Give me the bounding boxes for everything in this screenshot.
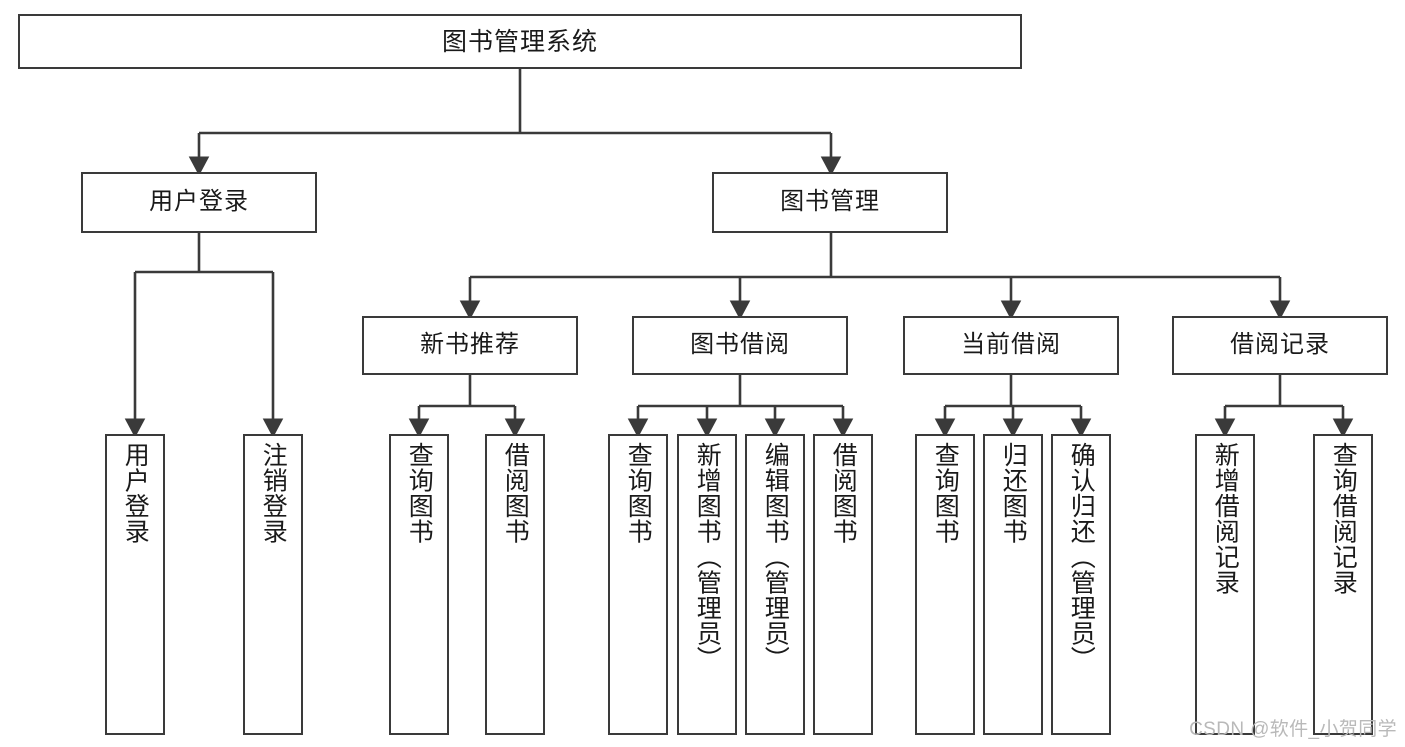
node-leaf-query-record-label: 查询借阅记录 xyxy=(1329,442,1358,595)
node-leaf-user-login[interactable]: 用户登录 xyxy=(105,434,165,735)
node-new-book-recommend[interactable]: 新书推荐 xyxy=(362,316,578,375)
node-leaf-confirm-return[interactable]: 确认归还（管理员） xyxy=(1051,434,1111,735)
node-user-login[interactable]: 用户登录 xyxy=(81,172,317,233)
node-leaf-query-record[interactable]: 查询借阅记录 xyxy=(1313,434,1373,735)
node-leaf-add-book-label: 新增图书（管理员） xyxy=(693,442,722,672)
node-leaf-return-book[interactable]: 归还图书 xyxy=(983,434,1043,735)
node-leaf-edit-book-label: 编辑图书（管理员） xyxy=(761,442,790,672)
node-leaf-query-book-rec-label: 查询图书 xyxy=(405,442,434,544)
node-borrow-record-label: 借阅记录 xyxy=(1230,331,1330,359)
node-leaf-borrow-book-rec-label: 借阅图书 xyxy=(501,442,530,544)
node-leaf-query-book-current-label: 查询图书 xyxy=(931,442,960,544)
node-leaf-query-book-current[interactable]: 查询图书 xyxy=(915,434,975,735)
node-leaf-logout-label: 注销登录 xyxy=(259,442,288,544)
node-book-management[interactable]: 图书管理 xyxy=(712,172,948,233)
node-leaf-confirm-return-label: 确认归还（管理员） xyxy=(1067,442,1096,672)
node-borrow-record[interactable]: 借阅记录 xyxy=(1172,316,1388,375)
node-book-management-label: 图书管理 xyxy=(780,188,880,216)
node-current-borrow-label: 当前借阅 xyxy=(961,331,1061,359)
node-leaf-add-record[interactable]: 新增借阅记录 xyxy=(1195,434,1255,735)
node-user-login-label: 用户登录 xyxy=(149,188,249,216)
node-leaf-query-book-rec[interactable]: 查询图书 xyxy=(389,434,449,735)
node-leaf-borrow-book-label: 借阅图书 xyxy=(829,442,858,544)
node-leaf-borrow-book-rec[interactable]: 借阅图书 xyxy=(485,434,545,735)
node-new-book-recommend-label: 新书推荐 xyxy=(420,331,520,359)
node-leaf-return-book-label: 归还图书 xyxy=(999,442,1028,544)
node-leaf-logout[interactable]: 注销登录 xyxy=(243,434,303,735)
node-leaf-user-login-label: 用户登录 xyxy=(121,442,150,544)
node-leaf-borrow-book[interactable]: 借阅图书 xyxy=(813,434,873,735)
node-book-borrow-label: 图书借阅 xyxy=(690,331,790,359)
node-current-borrow[interactable]: 当前借阅 xyxy=(903,316,1119,375)
node-leaf-add-record-label: 新增借阅记录 xyxy=(1211,442,1240,595)
node-root[interactable]: 图书管理系统 xyxy=(18,14,1022,69)
watermark-text: CSDN @软件_小贺同学 xyxy=(1189,719,1397,740)
node-leaf-query-book-borrow[interactable]: 查询图书 xyxy=(608,434,668,735)
node-leaf-add-book[interactable]: 新增图书（管理员） xyxy=(677,434,737,735)
node-leaf-edit-book[interactable]: 编辑图书（管理员） xyxy=(745,434,805,735)
node-book-borrow[interactable]: 图书借阅 xyxy=(632,316,848,375)
node-root-label: 图书管理系统 xyxy=(441,27,598,56)
node-leaf-query-book-borrow-label: 查询图书 xyxy=(624,442,653,544)
